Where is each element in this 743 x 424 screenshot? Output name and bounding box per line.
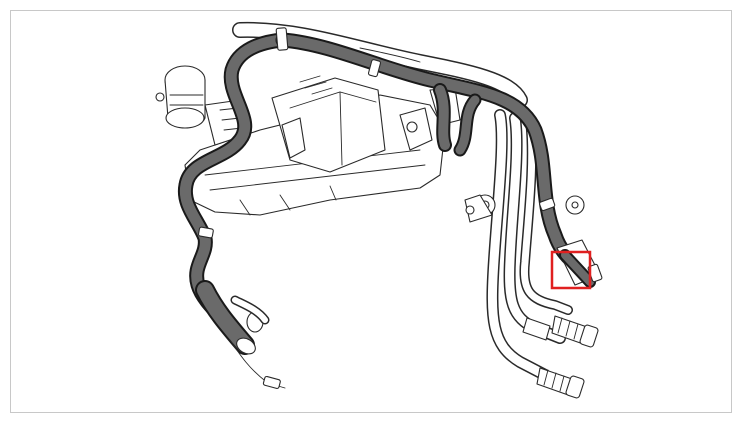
return-pipe-middle [503, 112, 566, 344]
hose-clamps [198, 27, 556, 239]
upper-coolant-pipe [232, 21, 528, 108]
return-pipe-right [519, 115, 573, 315]
lower-left-hose-end [195, 280, 270, 355]
return-pipe-left [486, 109, 551, 381]
sensor-wire [229, 339, 286, 390]
pipe-connector-3 [522, 317, 551, 341]
hose-connector-highlighted [556, 239, 603, 288]
mounting-bracket-right [464, 194, 585, 223]
highlight-box [550, 250, 592, 290]
figure-frame [10, 10, 732, 413]
branch-hose [433, 83, 482, 157]
control-module-box [271, 75, 386, 173]
pipe-connector-1 [551, 315, 599, 348]
pipe-connector-2 [536, 367, 585, 399]
